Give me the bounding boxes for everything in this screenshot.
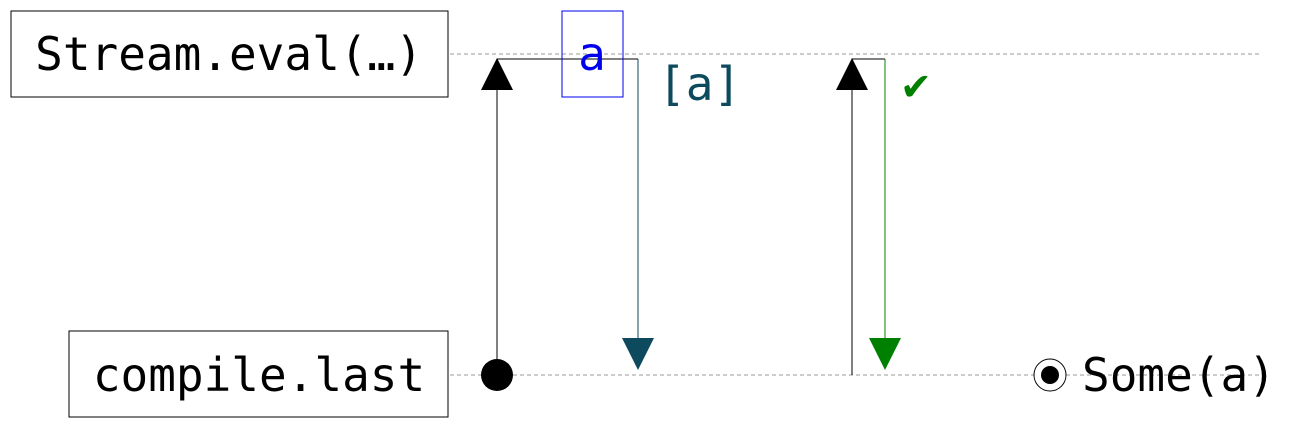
completion-down-arrowhead bbox=[869, 338, 901, 370]
success-check-icon: ✔ bbox=[900, 65, 932, 109]
result-marker-dot bbox=[1041, 366, 1059, 384]
pull-up-arrowhead-2 bbox=[836, 58, 868, 90]
chunk-down-arrowhead bbox=[622, 338, 654, 370]
emitted-element-label: a bbox=[578, 27, 606, 81]
chunk-output-label: [a] bbox=[658, 57, 741, 111]
bottom-lane-label-box bbox=[68, 330, 449, 418]
top-lane-label: Stream.eval(…) bbox=[35, 27, 423, 81]
result-label: Some(a) bbox=[1082, 348, 1276, 402]
pull-up-arrowhead-1 bbox=[481, 58, 513, 90]
emitted-element-box bbox=[561, 10, 624, 98]
bottom-lane-label: compile.last bbox=[93, 348, 425, 402]
top-lane-label-box bbox=[10, 10, 449, 98]
